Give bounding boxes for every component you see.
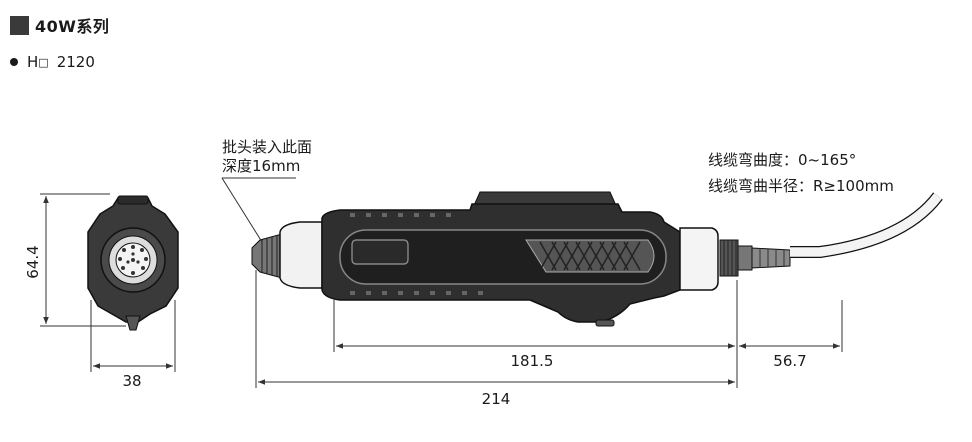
side-view [251, 191, 943, 327]
length-dimensions [255, 270, 843, 388]
cable-bend-angle-note: 线缆弯曲度：0~165° [708, 151, 856, 169]
bit-note-line2: 深度16mm [222, 157, 300, 175]
series-square-icon [10, 15, 29, 35]
series-heading: 40W系列 [10, 14, 109, 36]
front-view [87, 195, 179, 331]
model-mark: □ [38, 55, 49, 69]
bullet-icon [10, 58, 18, 66]
model-prefix: H [27, 53, 39, 71]
connector-pins [118, 245, 148, 275]
cable-length-label: 56.7 [773, 352, 806, 370]
front-height-label: 64.4 [24, 245, 42, 278]
grip-knurl [539, 241, 641, 271]
cable-bend-radius-note: 线缆弯曲半径：R≥100mm [708, 177, 894, 195]
body-rail-dots [350, 213, 483, 295]
bit-note-line1: 批头装入此面 [222, 138, 312, 156]
model-line: H□ 2120 [10, 52, 95, 72]
model-number: 2120 [56, 53, 95, 71]
body-length-label: 181.5 [511, 352, 554, 370]
bit-note-leader [221, 177, 296, 243]
total-length-label: 214 [482, 390, 511, 408]
front-width-dimension [90, 300, 176, 372]
front-height-dimension [40, 193, 126, 327]
front-width-label: 38 [122, 372, 141, 390]
series-title: 40W系列 [35, 17, 110, 36]
